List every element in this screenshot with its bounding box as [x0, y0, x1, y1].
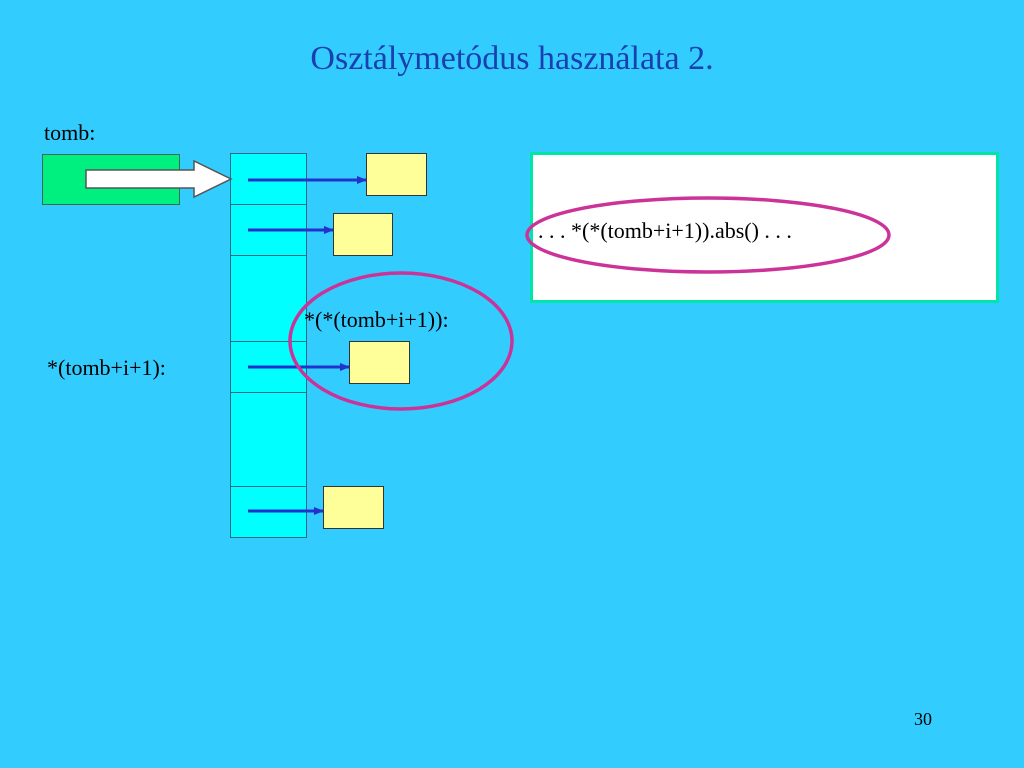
deref-label: *(*(tomb+i+1)):: [304, 307, 449, 332]
object-box-2: [349, 341, 410, 384]
array-cell-4: [230, 392, 307, 487]
tomb-label: tomb:: [44, 120, 96, 145]
object-box-1: [333, 213, 393, 256]
highlight-ellipse-deref: [288, 271, 514, 411]
page-number: 30: [914, 709, 932, 729]
highlight-ellipse-code: [525, 196, 891, 274]
element-label: *(tomb+i+1):: [47, 355, 166, 380]
code-panel: [530, 152, 999, 303]
block-arrow: [85, 159, 233, 199]
code-expression: . . . *(*(tomb+i+1)).abs() . . .: [538, 218, 792, 243]
object-box-0: [366, 153, 427, 196]
slide-title: Osztálymetódus használata 2.: [310, 40, 714, 77]
